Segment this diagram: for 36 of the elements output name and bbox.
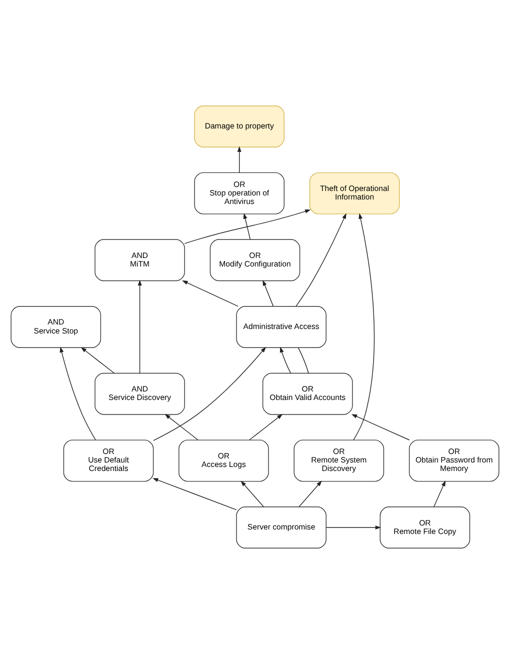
node-box: OR Obtain Password from Memory: [408, 440, 500, 482]
node-box: Administrative Access: [236, 306, 326, 348]
arrow: [296, 213, 346, 307]
arrow: [280, 346, 292, 374]
node-box: OR Remote System Discovery: [294, 440, 384, 482]
arrow: [153, 346, 266, 441]
arrow: [351, 414, 410, 440]
arrow: [164, 414, 198, 440]
arrow: [434, 480, 446, 508]
arrow: [243, 213, 251, 240]
arrow: [326, 526, 382, 530]
node-box: Theft of Operational Information: [309, 172, 400, 214]
arrow: [152, 478, 237, 510]
node-box: OR Remote File Copy: [380, 506, 470, 548]
arrow: [237, 146, 242, 173]
node-box: AND Service Discovery: [94, 372, 185, 415]
node-box: Damage to property: [194, 106, 284, 148]
arrow: [298, 480, 322, 508]
node-box: OR Use Default Credentials: [63, 440, 154, 482]
arrow: [182, 280, 238, 307]
arrow: [138, 280, 142, 374]
arrow: [240, 480, 264, 508]
node-box: OR Obtain Valid Accounts: [262, 372, 353, 415]
arrow: [249, 414, 283, 440]
arrow: [184, 209, 311, 244]
node-box: Server compromise: [236, 506, 326, 548]
arrow: [353, 213, 375, 440]
arrow: [80, 347, 115, 374]
arrow: [262, 280, 274, 307]
arrow: [60, 346, 96, 440]
node-box: AND MiTM: [94, 239, 185, 282]
node-box: OR Modify Configuration: [210, 239, 300, 282]
connector: [298, 347, 309, 374]
node-box: AND Service Stop: [10, 306, 102, 348]
node-box: OR Access Logs: [178, 440, 269, 482]
node-box: OR Stop operation of Antivirus: [194, 172, 284, 214]
